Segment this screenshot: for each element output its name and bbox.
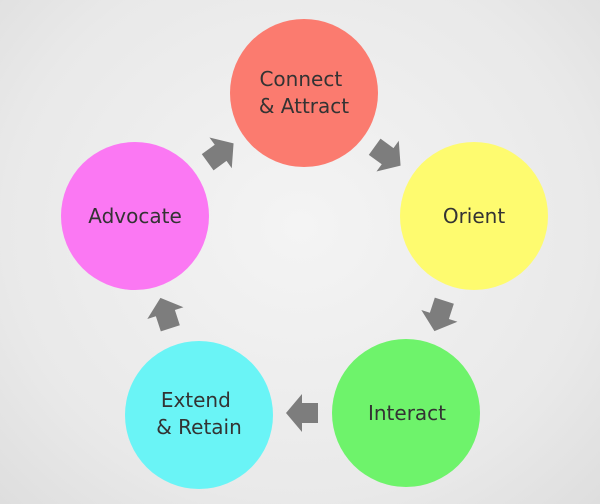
arrow-extend-to-advocate-icon bbox=[147, 297, 184, 332]
node-connect-label: Connect & Attract bbox=[259, 67, 349, 118]
node-advocate-circle bbox=[61, 142, 209, 290]
node-connect-circle bbox=[230, 19, 378, 167]
node-extend-circle bbox=[125, 341, 273, 489]
node-orient-label: Orient bbox=[443, 204, 506, 228]
node-advocate-label: Advocate bbox=[88, 204, 182, 228]
node-interact-label: Interact bbox=[368, 401, 446, 425]
node-interact-circle bbox=[332, 339, 480, 487]
arrow-connect-to-orient-icon bbox=[368, 138, 401, 172]
arrow-orient-to-interact-icon bbox=[421, 297, 458, 332]
arrow-advocate-to-connect-icon bbox=[201, 137, 234, 171]
node-orient-circle bbox=[400, 142, 548, 290]
arrow-interact-to-extend-icon bbox=[286, 394, 318, 432]
node-extend-label: Extend & Retain bbox=[156, 388, 242, 439]
